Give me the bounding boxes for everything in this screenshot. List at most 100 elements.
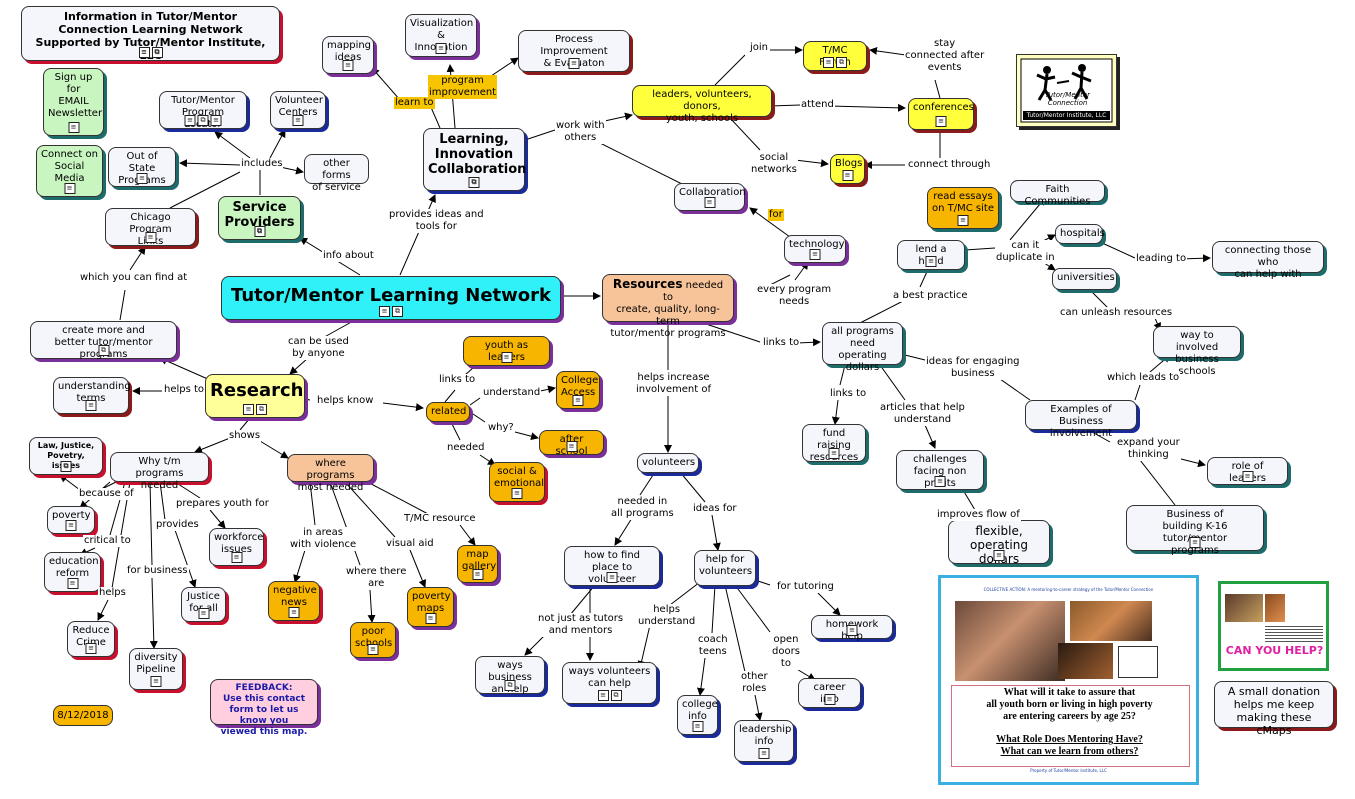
document-icon[interactable]: ≡ — [925, 256, 937, 267]
service-providers-node[interactable]: Service Providers ⧉ — [218, 196, 301, 240]
understanding-terms-node[interactable]: understanding terms ≡ — [53, 377, 131, 414]
challenges-node[interactable]: challenges facing non profits ≡ — [896, 450, 984, 490]
how-to-find-node[interactable]: how to find place to volunteer ≡ — [564, 546, 660, 586]
leaders-volunteers-node[interactable]: leaders, volunteers, donors, youth, scho… — [632, 85, 772, 124]
career-info-node[interactable]: career info ≡ — [798, 678, 861, 708]
document-icon[interactable]: ≡ — [824, 694, 835, 705]
document-icon[interactable]: ≡ — [935, 116, 947, 127]
resources-node[interactable]: Resources needed to create, quality, lon… — [602, 274, 734, 339]
connect-social-node[interactable]: Connect on Social Media ≡ — [36, 145, 103, 197]
collaboration-node[interactable]: Collaboration ≡ — [674, 183, 746, 211]
youth-leaders-node[interactable]: youth as leaders ≡ — [463, 336, 550, 366]
education-reform-node[interactable]: education reform ≡ — [44, 552, 101, 592]
conferences-node[interactable]: conferences ≡ — [908, 98, 974, 130]
chicago-links-node[interactable]: Chicago Program Links ≡ — [105, 208, 196, 247]
cmap-icon[interactable]: ⧉ — [197, 115, 209, 126]
blogs-node[interactable]: Blogs ≡ — [830, 154, 865, 184]
document-icon[interactable]: ≡ — [379, 306, 390, 317]
college-info-node[interactable]: college info ≡ — [677, 695, 718, 735]
diversity-pipeline-node[interactable]: diversity Pipeline ≡ — [129, 648, 183, 690]
document-icon[interactable]: ≡ — [64, 183, 75, 194]
cmap-icon[interactable]: ⧉ — [392, 306, 403, 317]
document-icon[interactable]: ≡ — [842, 170, 853, 181]
cmap-icon[interactable]: ⧉ — [256, 404, 267, 415]
cmap-icon[interactable]: ⧉ — [504, 680, 516, 691]
role-leaders-node[interactable]: role of leaders ≡ — [1207, 457, 1288, 485]
document-icon[interactable]: ≡ — [85, 643, 97, 654]
volunteers-node[interactable]: volunteers — [637, 453, 699, 473]
document-icon[interactable]: ≡ — [425, 613, 436, 624]
feedback-node[interactable]: FEEDBACK: Use this contact form to let u… — [210, 679, 318, 737]
where-needed-node[interactable]: where programs most needed — [287, 454, 374, 493]
law-justice-node[interactable]: Law, Justice, Povetry, issues ⧉ — [29, 437, 103, 475]
document-icon[interactable]: ≡ — [198, 608, 209, 619]
document-icon[interactable]: ≡ — [243, 404, 254, 415]
signup-newsletter-node[interactable]: Sign up for EMAIL Newsletter ≡ — [43, 68, 104, 136]
document-icon[interactable]: ≡ — [692, 721, 703, 732]
document-icon[interactable]: ≡ — [846, 625, 858, 636]
out-of-state-node[interactable]: Out of State Programs ≡ — [108, 147, 176, 187]
document-icon[interactable]: ≡ — [1242, 471, 1253, 482]
document-icon[interactable]: ≡ — [367, 644, 379, 655]
cmap-icon[interactable]: ⧉ — [468, 177, 480, 188]
homework-help-node[interactable]: homework help ≡ — [811, 615, 893, 642]
collective-action-poster[interactable]: COLLECTIVE ACTION: A mentoring-to-career… — [938, 575, 1199, 785]
map-gallery-node[interactable]: map gallery ≡ — [457, 545, 498, 583]
document-icon[interactable]: ≡ — [704, 197, 715, 208]
document-icon[interactable]: ≡ — [572, 395, 584, 406]
justice-all-node[interactable]: Justice for all ≡ — [181, 587, 226, 622]
central-node[interactable]: Tutor/Mentor Learning Network ≡⧉ — [221, 276, 561, 320]
faith-communities-node[interactable]: Faith Communities — [1010, 180, 1105, 207]
document-icon[interactable]: ≡ — [957, 215, 969, 226]
fund-raising-node[interactable]: fund raising resources ≡ — [802, 424, 866, 463]
related-node[interactable]: related — [426, 402, 470, 422]
document-icon[interactable]: ≡ — [993, 550, 1005, 561]
ways-business-node[interactable]: ways business an help ⧉ — [475, 656, 545, 695]
universities-node[interactable]: universities — [1052, 268, 1117, 290]
document-icon[interactable]: ≡ — [288, 607, 300, 618]
document-icon[interactable]: ≡ — [472, 569, 483, 580]
tmc-forum-node[interactable]: T/MC Forum ≡⧉ — [803, 41, 867, 71]
document-icon[interactable]: ≡ — [138, 47, 150, 58]
read-essays-node[interactable]: read essays on T/MC site ≡ — [927, 187, 999, 229]
document-icon[interactable]: ≡ — [67, 578, 78, 589]
tutor-mentor-logo[interactable]: Tutor/Mentor Connection Tutor/Mentor Ins… — [1016, 54, 1117, 127]
social-emotional-node[interactable]: social & emotional ≡ — [489, 462, 545, 502]
volunteer-centers-node[interactable]: Volunteer Centers ≡ — [270, 91, 326, 129]
document-icon[interactable]: ≡ — [342, 60, 354, 71]
document-icon[interactable]: ≡ — [566, 441, 577, 452]
document-icon[interactable]: ≡ — [823, 57, 834, 68]
leadership-info-node[interactable]: leadership info ≡ — [734, 720, 794, 762]
reduce-crime-node[interactable]: Reduce Crime ≡ — [67, 621, 115, 657]
title-icons[interactable]: ≡⧉ — [138, 47, 163, 58]
document-icon[interactable]: ≡ — [809, 249, 821, 260]
research-node[interactable]: Research ≡⧉ — [205, 374, 305, 418]
hospitals-node[interactable]: hospitals — [1055, 224, 1105, 244]
process-improvement-node[interactable]: Process Improvement & Evaluaton ≡ — [518, 30, 630, 72]
document-icon[interactable]: ≡ — [606, 572, 618, 583]
document-icon[interactable]: ≡ — [85, 400, 97, 411]
learning-innovation-node[interactable]: Learning, Innovation Collaboration ⧉ — [423, 128, 526, 191]
document-icon[interactable]: ≡ — [828, 448, 840, 459]
mapping-ideas-node[interactable]: mapping ideas ≡ — [322, 36, 374, 74]
document-icon[interactable]: ≡ — [150, 676, 162, 687]
cmap-icon[interactable]: ⧉ — [151, 47, 163, 58]
document-icon[interactable]: ≡ — [597, 690, 609, 701]
cmap-icon[interactable]: ⧉ — [254, 226, 265, 237]
why-needed-node[interactable]: Why t/m programs needed — [110, 452, 209, 491]
lend-hand-node[interactable]: lend a hand ≡ — [897, 240, 965, 270]
business-schools-node[interactable]: way to involved business schools — [1153, 326, 1241, 377]
college-access-node[interactable]: College Access ≡ — [556, 371, 600, 409]
poverty-maps-node[interactable]: poverty maps ≡ — [407, 587, 454, 627]
document-icon[interactable]: ≡ — [1189, 537, 1201, 548]
donation-image[interactable]: CAN YOU HELP? — [1218, 581, 1329, 671]
document-icon[interactable]: ≡ — [145, 232, 156, 243]
document-icon[interactable]: ≡ — [292, 115, 304, 126]
document-icon[interactable]: ≡ — [136, 173, 148, 184]
document-icon[interactable]: ≡ — [501, 352, 512, 363]
cmap-icon[interactable]: ⧉ — [610, 690, 622, 701]
after-school-node[interactable]: after school ≡ — [539, 430, 604, 457]
document-icon[interactable]: ≡ — [68, 122, 79, 133]
technology-node[interactable]: technology ≡ — [784, 235, 846, 263]
document-icon[interactable]: ≡ — [758, 748, 770, 759]
